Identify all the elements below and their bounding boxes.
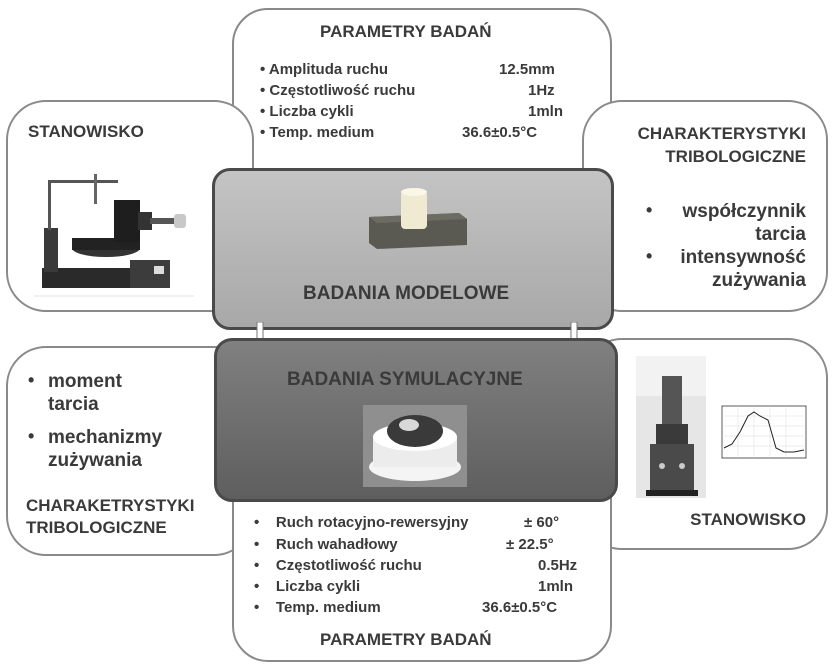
station-title: STANOWISKO (28, 122, 144, 141)
top-param-row: • Liczba cykli (260, 103, 354, 120)
bottom-param-row: • Temp. medium (254, 599, 381, 616)
tribometer-image (34, 174, 194, 297)
top-param-value: 1mln (528, 103, 564, 120)
bottom-param-value: 1mln (538, 578, 574, 595)
bottom-param-row: • Ruch wahadłowy (254, 536, 398, 553)
characteristic-item: moment (48, 371, 122, 392)
bottom-right-station-box: STANOWISKO (582, 338, 828, 550)
station-title: STANOWISKO (690, 510, 806, 529)
characteristics-title-line1: CHARAKETRYSTYKI (26, 496, 195, 515)
top-right-characteristics-box: CHARAKTERYSTYKI TRIBOLOGICZNE • współczy… (582, 100, 828, 312)
bottom-param-row: • Liczba cykli (254, 578, 361, 595)
top-param-row: • Częstotliwość ruchu (260, 82, 416, 99)
bottom-param-value: 36.6±0.5°C (482, 599, 558, 616)
bottom-param-row: • Częstotliwość ruchu (254, 557, 422, 574)
bottom-param-value: 0.5Hz (538, 557, 578, 574)
top-param-row: • Temp. medium (260, 124, 375, 141)
simulation-tests-label: BADANIA SYMULACYJNE (287, 369, 523, 390)
model-tests-label: BADANIA MODELOWE (303, 283, 510, 304)
top-parameters-title: PARAMETRY BADAŃ (320, 22, 492, 41)
pin-on-plate-sample (369, 188, 467, 249)
bullet-icon: • (28, 426, 35, 446)
characteristic-item: intensywność (680, 247, 806, 268)
characteristic-item: współczynnik (682, 201, 806, 222)
top-param-value: 1Hz (528, 82, 555, 99)
characteristics-title-line2: TRIBOLOGICZNE (665, 147, 806, 166)
characteristic-item: tarcia (755, 224, 806, 245)
bullet-icon: • (646, 246, 653, 266)
friction-moment-chart (721, 405, 807, 459)
bottom-param-value: ± 60° (524, 514, 560, 531)
characteristics-title-line2: TRIBOLOGICZNE (26, 518, 167, 537)
characteristic-item: mechanizmy (48, 427, 163, 448)
bottom-param-row: • Ruch rotacyjno-rewersyjny (254, 514, 469, 531)
bottom-parameters-title: PARAMETRY BADAŃ (320, 630, 492, 649)
top-param-value: 36.6±0.5°C (462, 124, 538, 141)
bottom-left-characteristics-box: • moment tarcia • mechanizmy zużywania C… (6, 346, 254, 556)
characteristics-title-line1: CHARAKTERYSTYKI (637, 124, 806, 143)
top-param-row: • Amplituda ruchu (260, 61, 389, 78)
simulation-tests-panel: BADANIA SYMULACYJNE (214, 338, 618, 502)
bullet-icon: • (646, 200, 653, 220)
hip-joint-sample (363, 405, 467, 487)
bottom-param-value: ± 22.5° (506, 536, 554, 553)
characteristic-item: tarcia (48, 394, 99, 415)
characteristic-item: zużywania (48, 450, 142, 471)
model-tests-panel: BADANIA MODELOWE (212, 168, 614, 330)
simulator-photo (636, 356, 706, 498)
top-param-value: 12.5mm (499, 61, 555, 78)
characteristic-item: zużywania (712, 270, 806, 291)
bullet-icon: • (28, 370, 35, 390)
